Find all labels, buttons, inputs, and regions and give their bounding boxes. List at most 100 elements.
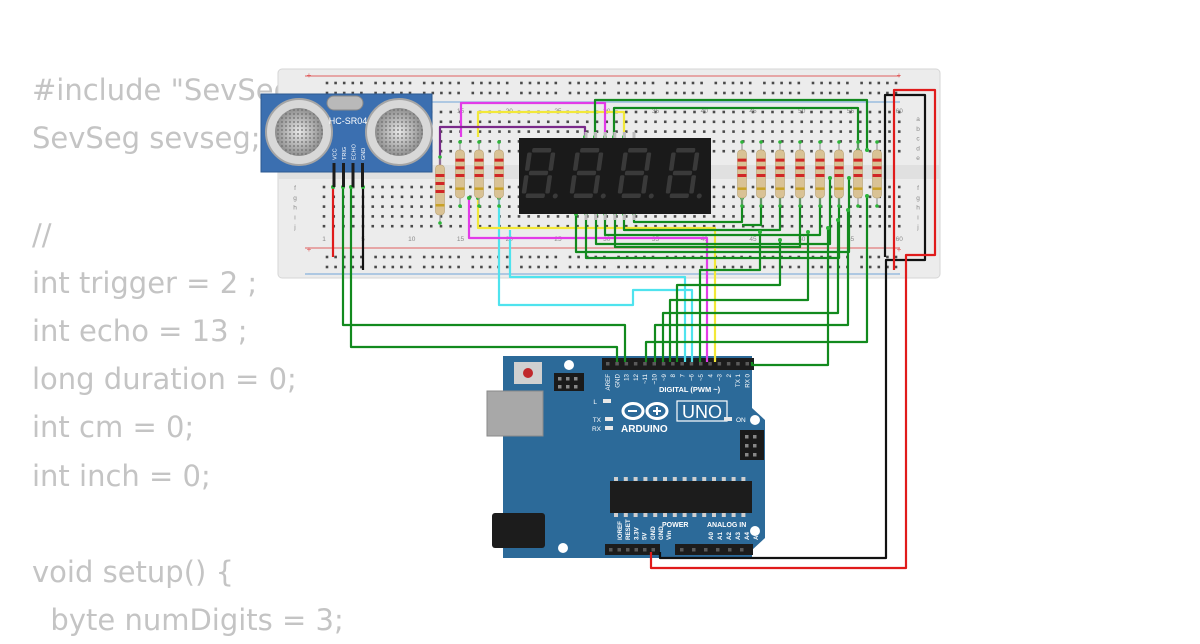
breadboard-hole[interactable]	[390, 215, 394, 218]
breadboard-hole[interactable]	[360, 265, 363, 269]
breadboard-hole[interactable]	[381, 205, 384, 208]
breadboard-hole[interactable]	[888, 224, 891, 228]
breadboard-hole[interactable]	[381, 224, 384, 228]
breadboard-hole[interactable]	[420, 195, 423, 199]
jumper-wire[interactable]	[508, 230, 687, 362]
breadboard-hole[interactable]	[624, 120, 628, 124]
breadboard-hole[interactable]	[732, 120, 735, 124]
breadboard-hole[interactable]	[839, 224, 843, 228]
breadboard-hole[interactable]	[732, 215, 735, 218]
breadboard-hole[interactable]	[722, 185, 726, 189]
jumper-wire[interactable]	[644, 196, 869, 362]
breadboard-hole[interactable]	[420, 215, 423, 218]
breadboard-hole[interactable]	[702, 224, 706, 228]
breadboard-hole[interactable]	[625, 81, 629, 85]
power-header-hole[interactable]	[643, 548, 647, 552]
breadboard-hole[interactable]	[431, 255, 435, 259]
breadboard-hole[interactable]	[810, 185, 813, 189]
breadboard-hole[interactable]	[471, 265, 475, 269]
breadboard-hole[interactable]	[722, 149, 726, 153]
breadboard-hole[interactable]	[878, 140, 882, 143]
breadboard-hole[interactable]	[342, 91, 346, 95]
breadboard-hole[interactable]	[439, 224, 443, 228]
analog-header-hole[interactable]	[680, 548, 684, 552]
breadboard-hole[interactable]	[449, 185, 453, 189]
breadboard-hole[interactable]	[894, 255, 898, 259]
breadboard-hole[interactable]	[732, 149, 735, 153]
breadboard-hole[interactable]	[761, 205, 765, 208]
breadboard-hole[interactable]	[410, 205, 414, 208]
breadboard-hole[interactable]	[449, 195, 453, 199]
breadboard-hole[interactable]	[810, 224, 813, 228]
breadboard-hole[interactable]	[732, 195, 735, 199]
breadboard-hole[interactable]	[488, 120, 492, 124]
breadboard-hole[interactable]	[771, 130, 774, 133]
breadboard-hole[interactable]	[351, 215, 355, 218]
breadboard-hole[interactable]	[894, 81, 898, 85]
breadboard-hole[interactable]	[693, 120, 696, 124]
breadboard-hole[interactable]	[507, 120, 511, 124]
breadboard-hole[interactable]	[577, 255, 580, 259]
breadboard-hole[interactable]	[665, 91, 669, 95]
breadboard-hole[interactable]	[820, 81, 823, 85]
breadboard-hole[interactable]	[683, 120, 687, 124]
breadboard-hole[interactable]	[810, 120, 813, 124]
breadboard-hole[interactable]	[819, 120, 823, 124]
breadboard-hole[interactable]	[702, 130, 706, 133]
breadboard-hole[interactable]	[449, 120, 453, 124]
breadboard-hole[interactable]	[839, 120, 843, 124]
breadboard-hole[interactable]	[342, 265, 346, 269]
breadboard-hole[interactable]	[615, 120, 618, 124]
breadboard-hole[interactable]	[431, 91, 435, 95]
breadboard-hole[interactable]	[819, 215, 823, 218]
breadboard-hole[interactable]	[751, 140, 755, 143]
jumper-wire[interactable]	[497, 198, 694, 362]
breadboard-hole[interactable]	[751, 185, 755, 189]
breadboard-hole[interactable]	[828, 265, 832, 269]
breadboard-hole[interactable]	[634, 120, 638, 124]
breadboard-hole[interactable]	[615, 215, 618, 218]
breadboard-hole[interactable]	[382, 255, 386, 259]
breadboard-hole[interactable]	[849, 205, 852, 208]
breadboard-hole[interactable]	[351, 224, 355, 228]
breadboard-hole[interactable]	[360, 91, 363, 95]
breadboard-hole[interactable]	[322, 224, 326, 228]
breadboard-hole[interactable]	[849, 185, 852, 189]
breadboard-hole[interactable]	[546, 130, 550, 133]
breadboard-hole[interactable]	[537, 265, 540, 269]
breadboard-hole[interactable]	[886, 91, 889, 95]
breadboard-hole[interactable]	[568, 265, 572, 269]
breadboard-hole[interactable]	[780, 91, 783, 95]
resistor[interactable]	[455, 140, 465, 208]
breadboard-hole[interactable]	[712, 224, 716, 228]
breadboard-hole[interactable]	[643, 91, 646, 95]
breadboard-hole[interactable]	[790, 205, 794, 208]
breadboard-hole[interactable]	[537, 91, 540, 95]
breadboard-hole[interactable]	[322, 205, 326, 208]
breadboard-hole[interactable]	[410, 224, 414, 228]
breadboard-hole[interactable]	[702, 215, 706, 218]
breadboard-hole[interactable]	[374, 91, 377, 95]
breadboard-hole[interactable]	[351, 255, 355, 259]
breadboard-hole[interactable]	[517, 224, 521, 228]
breadboard-hole[interactable]	[888, 120, 891, 124]
breadboard-hole[interactable]	[634, 265, 638, 269]
resistor[interactable]	[435, 155, 445, 225]
breadboard-hole[interactable]	[722, 224, 726, 228]
breadboard-hole[interactable]	[780, 130, 784, 133]
breadboard-hole[interactable]	[849, 195, 852, 199]
breadboard-hole[interactable]	[468, 215, 472, 218]
breadboard-hole[interactable]	[400, 255, 403, 259]
breadboard-hole[interactable]	[468, 130, 472, 133]
digital-header-hole[interactable]	[708, 362, 712, 366]
breadboard-hole[interactable]	[723, 91, 726, 95]
breadboard-hole[interactable]	[410, 215, 414, 218]
breadboard-hole[interactable]	[712, 215, 716, 218]
breadboard-hole[interactable]	[390, 224, 394, 228]
breadboard-hole[interactable]	[771, 91, 775, 95]
breadboard-hole[interactable]	[420, 224, 423, 228]
breadboard-hole[interactable]	[663, 130, 667, 133]
breadboard-hole[interactable]	[868, 110, 872, 114]
breadboard-hole[interactable]	[554, 91, 558, 95]
breadboard-hole[interactable]	[751, 224, 755, 228]
